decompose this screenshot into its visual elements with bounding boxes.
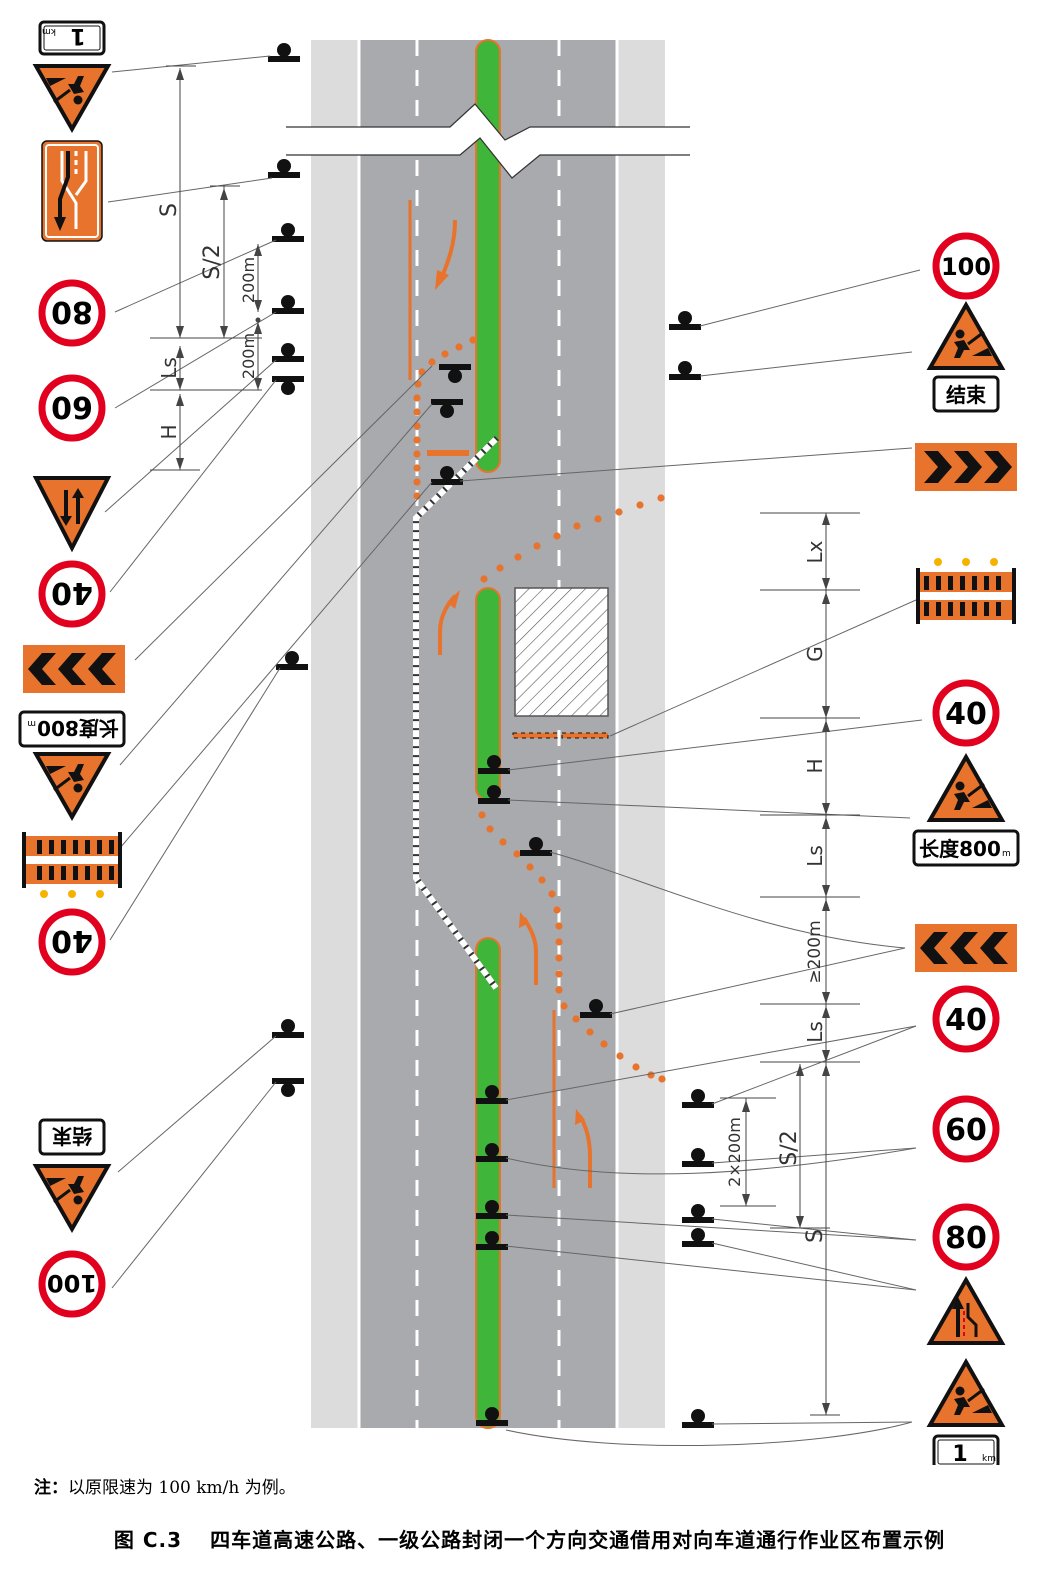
speed-limit-40-left-2: 40 <box>42 912 102 972</box>
road <box>286 39 690 1429</box>
svg-text:60: 60 <box>945 1113 987 1148</box>
dim-G: G <box>803 646 827 662</box>
svg-text:m: m <box>27 718 36 728</box>
lane-closed-warning-sign <box>926 1275 1006 1345</box>
dimensions-right <box>720 512 860 1416</box>
svg-text:40: 40 <box>945 697 987 732</box>
svg-text:结束: 结束 <box>51 1124 92 1148</box>
speed-limit-80-right: 80 <box>936 1207 996 1267</box>
dim-S: S <box>157 203 182 217</box>
svg-text:km: km <box>42 26 56 36</box>
svg-text:40: 40 <box>51 575 93 610</box>
dim-2x200: 2×200m <box>725 1117 744 1187</box>
note: 注：以原限速为 100 km/h 为例。 <box>34 1473 296 1498</box>
speed-limit-60-left: 60 <box>42 378 102 438</box>
work-warning-triangle-right-3 <box>928 1360 1004 1427</box>
dim-labels-right: Lx G H Ls ≥200m Ls S/2 S 2×200m <box>725 540 828 1243</box>
barricade-right <box>916 558 1016 624</box>
dim-200m-a: 200m <box>239 257 258 303</box>
figure-number: 图 C.3 <box>113 1528 183 1552</box>
dim-Lx: Lx <box>803 540 827 563</box>
speed-limit-40-right-2: 40 <box>936 989 996 1049</box>
km-plate-left: 1 km <box>38 20 106 56</box>
dim-ge200: ≥200m <box>805 920 825 983</box>
dim-arrows-left <box>176 68 262 470</box>
dim-labels-left: S S/2 200m 200m Ls H <box>157 203 258 440</box>
dim-Ls-right-b: Ls <box>803 1021 827 1043</box>
speed-limit-60-right: 60 <box>936 1099 996 1159</box>
work-warning-triangle-right-1 <box>928 303 1004 370</box>
chevron-left-sign-right <box>915 924 1017 972</box>
two-way-traffic-sign-left <box>32 476 112 553</box>
chevron-left-sign-left <box>23 645 125 693</box>
dim-S-half: S/2 <box>200 244 225 279</box>
right-signs: 100 结束 40 长度800 m 40 <box>912 236 1020 1465</box>
svg-text:100: 100 <box>47 1269 97 1297</box>
figure-caption: 图 C.3 四车道高速公路、一级公路封闭一个方向交通借用对向车道通行作业区布置示例 <box>0 1524 1059 1553</box>
dim-arrows-right <box>742 513 830 1415</box>
work-warning-triangle-right-2 <box>928 755 1004 822</box>
figure-title: 四车道高速公路、一级公路封闭一个方向交通借用对向车道通行作业区布置示例 <box>210 1528 946 1552</box>
dim-Ls-right-a: Ls <box>803 845 827 867</box>
dim-H-left: H <box>157 424 181 439</box>
svg-text:80: 80 <box>51 294 93 329</box>
work-warning-triangle-left-2 <box>34 752 110 819</box>
dim-S-right: S <box>803 1229 828 1243</box>
speed-limit-40-left-1: 40 <box>42 564 102 624</box>
speed-limit-80-left: 80 <box>42 283 102 343</box>
note-label: 注： <box>34 1478 68 1498</box>
dim-Ls-left: Ls <box>157 357 181 379</box>
svg-text:1: 1 <box>952 1442 967 1465</box>
svg-text:长度800: 长度800 <box>37 716 119 740</box>
svg-text:80: 80 <box>945 1221 987 1256</box>
km-plate-right: 1 km <box>932 1434 1000 1465</box>
dim-S-half-right: S/2 <box>777 1130 802 1165</box>
svg-text:100: 100 <box>941 253 991 281</box>
work-warning-triangle-left-1 <box>34 64 110 131</box>
length-plate-left: 长度800 m <box>18 710 126 748</box>
left-signs: 1 km 80 60 <box>18 20 126 1314</box>
barricade-left <box>22 832 122 898</box>
speed-limit-100-left: 100 <box>42 1254 102 1314</box>
speed-limit-100-right: 100 <box>936 236 996 296</box>
note-text: 以原限速为 100 km/h 为例。 <box>68 1478 296 1498</box>
end-plate-right: 结束 <box>932 375 1000 413</box>
speed-limit-40-right-1: 40 <box>936 683 996 743</box>
dim-H-right: H <box>803 758 827 773</box>
end-plate-left: 结束 <box>38 1118 106 1156</box>
svg-text:长度800: 长度800 <box>919 837 1001 861</box>
svg-text:km: km <box>982 1454 996 1464</box>
lane-merge-sign-left <box>41 140 103 242</box>
work-warning-triangle-left-3 <box>34 1164 110 1231</box>
svg-text:40: 40 <box>945 1003 987 1038</box>
svg-text:60: 60 <box>51 389 93 424</box>
svg-text:1: 1 <box>70 23 85 48</box>
work-zone-diagram: S S/2 200m 200m Ls H Lx G H <box>18 20 1020 1465</box>
svg-text:40: 40 <box>51 923 93 958</box>
dimensions-left <box>150 65 262 471</box>
svg-text:结束: 结束 <box>946 383 987 407</box>
chevron-right-sign <box>915 443 1017 491</box>
length-plate-right: 长度800 m <box>912 829 1020 867</box>
dim-200m-b: 200m <box>239 333 258 379</box>
svg-text:m: m <box>1002 849 1011 859</box>
